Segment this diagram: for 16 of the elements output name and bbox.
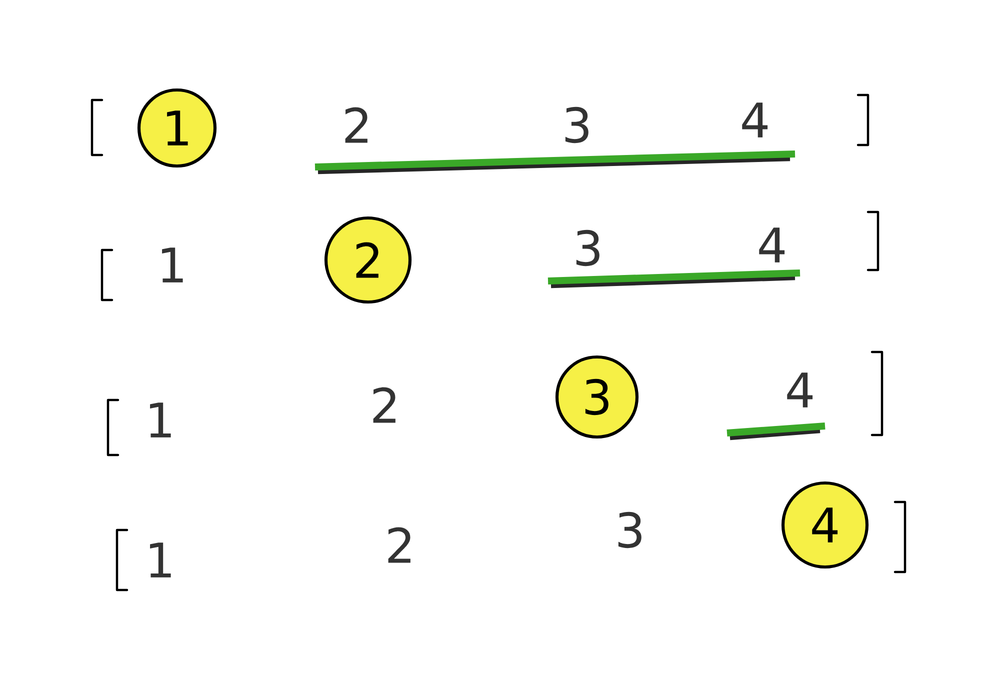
highlighted-number: 3 [555,355,639,439]
number: 3 [565,106,588,144]
number: 4 [742,102,768,138]
number: 2 [373,387,396,423]
highlighted-number: 2 [324,216,412,304]
number: 1 [150,402,171,438]
number: 1 [162,248,183,282]
number: 3 [618,512,642,548]
highlighted-number: 4 [781,481,869,569]
number: 4 [759,228,785,262]
number: 1 [150,542,171,578]
number: 2 [388,527,410,563]
number: 2 [345,107,368,143]
highlighted-number: 1 [137,88,217,168]
number: 3 [576,230,600,266]
number: 4 [787,372,813,408]
